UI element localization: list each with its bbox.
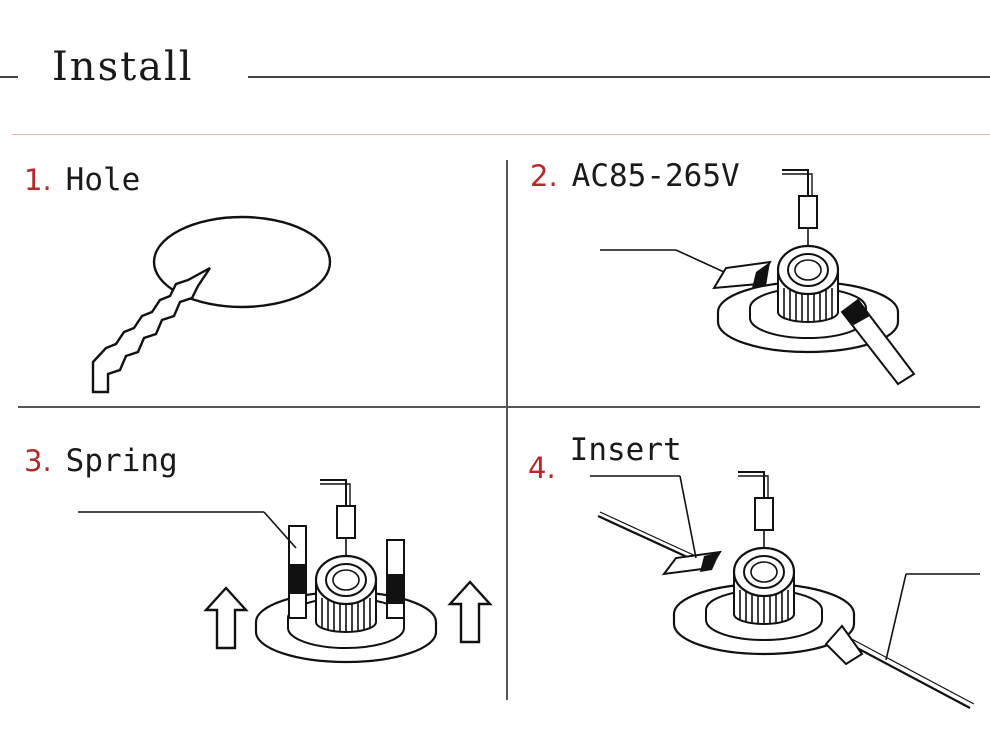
panel-divider-vertical [506, 160, 508, 700]
spring-clip-icon [600, 250, 914, 384]
panel-divider-horizontal [18, 406, 980, 408]
step-3-heading: 3. Spring [24, 443, 178, 479]
step-number: 1. [24, 163, 52, 197]
title-rule-right [248, 76, 990, 78]
step-1-heading: 1. Hole [24, 162, 140, 198]
step-label: AC85-265V [571, 158, 740, 194]
step-number: 4. [528, 451, 556, 485]
page-title: Install [52, 44, 194, 90]
step-label: Insert [569, 432, 682, 468]
step-number: 2. [530, 159, 558, 193]
spring-clip-icon [590, 476, 980, 664]
step-number: 3. [24, 444, 52, 478]
step-2-heading: 2. AC85-265V [530, 158, 740, 194]
spring-clip-icon [78, 512, 404, 618]
step-4-heading: 4. Insert [528, 432, 682, 485]
step-label: Hole [65, 162, 141, 198]
step-label: Spring [65, 443, 178, 479]
arrow-up-icon [448, 580, 492, 644]
ceiling-line [598, 512, 974, 708]
title-rule-left [0, 76, 18, 78]
hand-saw-icon [93, 268, 210, 392]
downlight-fixture-step-3 [254, 478, 438, 664]
header-separator [12, 134, 990, 135]
arrow-up-icon [204, 586, 248, 650]
